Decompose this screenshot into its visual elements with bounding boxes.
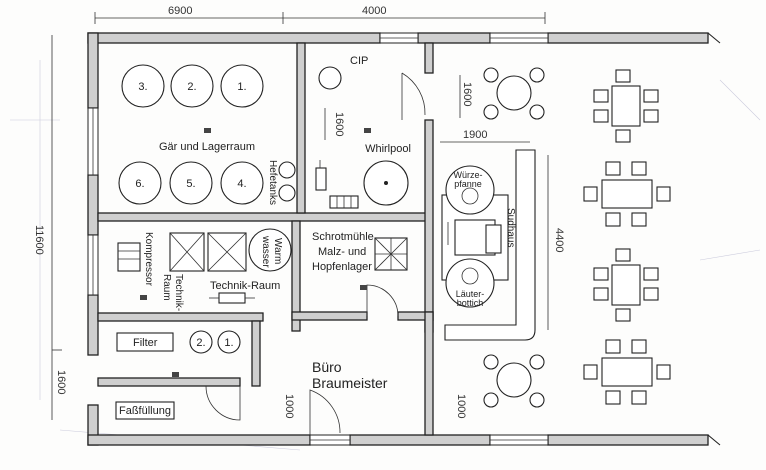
svg-text:1.: 1.: [237, 81, 246, 93]
pump-horizontal-icon: [209, 292, 255, 304]
sensor-marker: [172, 372, 179, 377]
svg-text:bottich: bottich: [457, 298, 484, 308]
svg-text:CIP: CIP: [350, 55, 368, 67]
sudhaus-counter: Sudhaus: [444, 149, 536, 341]
sensor-marker: [204, 128, 211, 133]
cip-tank: CIP: [318, 55, 368, 90]
dim-top-right: 4000: [362, 5, 386, 17]
room-label-schrot-1: Schrotmühle: [312, 231, 374, 243]
dim-left-total: 11600: [33, 225, 45, 255]
rect-table-2: [583, 161, 671, 227]
room-label-gaer: Gär und Lagerraum: [159, 141, 255, 153]
grid-icon: [329, 195, 359, 209]
tank-top-2: 2.: [170, 64, 214, 108]
svg-text:2.: 2.: [187, 81, 196, 93]
svg-text:wasser: wasser: [260, 235, 271, 268]
window-bottom-1: [309, 434, 351, 446]
room-label-schrot-3: Hopfenlager: [312, 261, 372, 273]
doors: [205, 72, 426, 435]
technik-small-label: Technik-: [173, 274, 184, 311]
svg-text:5.: 5.: [186, 178, 195, 190]
svg-text:3.: 3.: [138, 81, 147, 93]
filter-tank-2: 2.: [189, 330, 213, 354]
dim-sudhaus-width: 1900: [463, 129, 487, 141]
outer-walls: [87, 32, 721, 446]
room-label-buero-1: Büro: [312, 359, 342, 375]
svg-text:Würze-: Würze-: [454, 170, 483, 180]
tank-bottom-4: 4.: [220, 161, 264, 205]
background-sketch: [10, 60, 761, 451]
dim-cip-height-2: 1600: [333, 112, 345, 136]
tank-bottom-5: 5.: [169, 161, 213, 205]
svg-text:2.: 2.: [196, 337, 205, 349]
dim-door-left: 1000: [283, 394, 295, 418]
svg-text:6.: 6.: [135, 178, 144, 190]
svg-text:Faßfüllung: Faßfüllung: [119, 405, 171, 417]
svg-text:Hefetanks: Hefetanks: [267, 160, 278, 205]
technik-box-1: [169, 232, 205, 272]
window-bottom-2: [489, 434, 549, 446]
dimension-lines: 6900 4000 11600 1600 1600 1600 1900 4400…: [33, 5, 565, 420]
tank-top-1: 1.: [220, 64, 264, 108]
warmwasser-tank: Warm wasser: [248, 228, 292, 272]
svg-text:Filter: Filter: [133, 337, 158, 349]
technik-box-2: [207, 232, 247, 272]
technik-small-label-2: Raum: [161, 274, 172, 301]
room-label-buero-2: Braumeister: [312, 375, 388, 391]
dim-sudhaus-length: 4400: [553, 228, 565, 252]
round-table-bottom: [483, 354, 545, 408]
svg-text:4.: 4.: [237, 178, 246, 190]
window-left-1: [87, 107, 99, 176]
wuerzepfanne-tank: Würze- pfanne: [445, 165, 495, 215]
rect-table-3: [593, 248, 659, 322]
inner-walls: [97, 42, 434, 436]
room-label-technik: Technik-Raum: [210, 280, 280, 292]
rect-table-1: [593, 69, 659, 143]
round-table-top: [483, 67, 545, 120]
svg-text:Kompressor: Kompressor: [143, 232, 154, 287]
mill-icon: [374, 237, 408, 271]
sensor-marker: [360, 285, 367, 290]
sensor-marker: [364, 128, 371, 133]
dim-top-left: 6900: [168, 5, 192, 17]
laeuterbottich-tank: Läuter- bottich: [445, 258, 495, 308]
svg-text:pfanne: pfanne: [454, 179, 482, 189]
room-label-schrot-2: Malz- und: [318, 246, 366, 258]
filter-box: Filter: [116, 332, 174, 352]
sensor-marker: [140, 295, 147, 300]
dim-cip-height: 1600: [461, 82, 473, 106]
window-top-1: [379, 32, 419, 44]
svg-text:1.: 1.: [224, 337, 233, 349]
pump-icon: [315, 160, 327, 191]
svg-text:Sudhaus: Sudhaus: [505, 208, 516, 247]
window-top-2: [489, 32, 549, 44]
window-left-2: [87, 234, 99, 296]
compressor-unit: Kompressor: [117, 232, 154, 287]
dim-door-right: 1000: [455, 394, 467, 418]
whirlpool-tank: Whirlpool: [363, 143, 411, 206]
rect-table-4: [583, 339, 671, 405]
dim-left-lower: 1600: [55, 370, 67, 394]
fassfuellung-box: Faßfüllung: [115, 401, 175, 420]
hefetanks: Hefetanks: [267, 160, 296, 205]
tank-top-3: 3.: [121, 64, 165, 108]
svg-text:Whirlpool: Whirlpool: [365, 143, 411, 155]
svg-text:Warm: Warm: [272, 238, 283, 264]
svg-text:Läuter-: Läuter-: [456, 289, 485, 299]
tank-bottom-6: 6.: [118, 161, 162, 205]
filter-tank-1: 1.: [217, 330, 241, 354]
